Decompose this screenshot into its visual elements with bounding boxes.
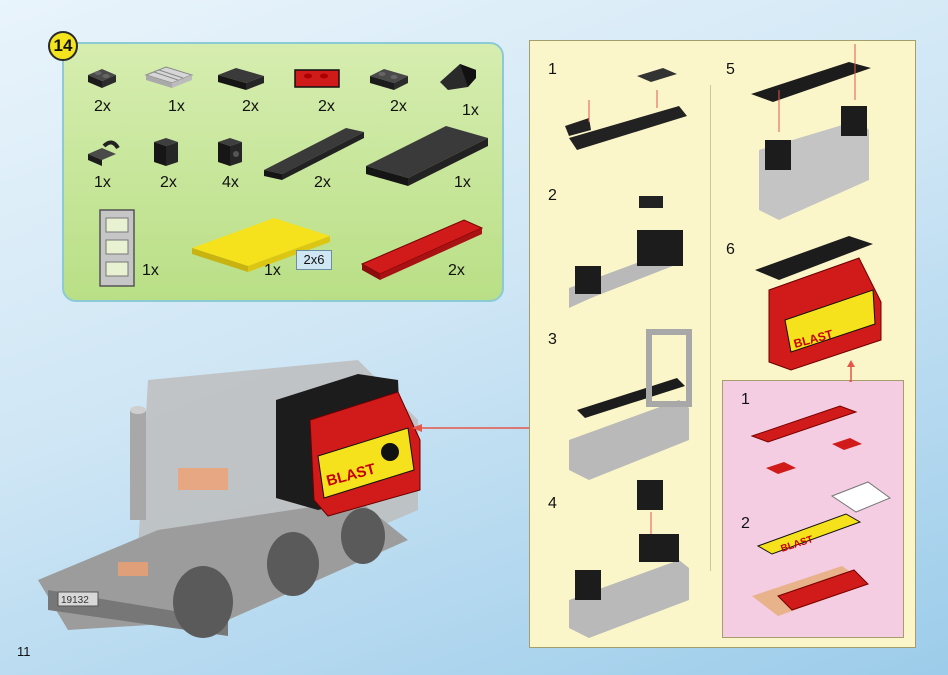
- substep-number: 4: [548, 495, 557, 512]
- substep-number: 5: [726, 61, 735, 78]
- part-qty: 4x: [222, 174, 239, 191]
- part-qty: 2x: [94, 98, 111, 115]
- part-black-tile-2x3: [218, 68, 264, 90]
- substep-number: 3: [548, 331, 557, 348]
- part-black-plate-1x6: [264, 128, 364, 180]
- page-number: 11: [17, 644, 31, 659]
- part-grey-grille-tile: [144, 66, 194, 88]
- substep-number: 2: [548, 187, 557, 204]
- part-qty: 1x: [264, 262, 281, 279]
- connection-arrow: [412, 424, 530, 432]
- part-qty: 2x: [448, 262, 465, 279]
- substep-number: 1: [548, 61, 557, 78]
- part-qty: 2x: [242, 98, 259, 115]
- part-yellow-tile-2x6: [192, 218, 330, 272]
- part-black-plate-2x6: [366, 126, 488, 186]
- part-qty: 1x: [454, 174, 471, 191]
- tile-size-callout: 2x6: [296, 250, 332, 270]
- part-black-plate-1x2-b: [370, 69, 408, 90]
- part-qty: 2x: [390, 98, 407, 115]
- substep-number: 2: [741, 515, 750, 532]
- substep-number: 1: [741, 391, 750, 408]
- step-number-badge: 14: [48, 31, 78, 61]
- sticker-subassembly-panel: 1 2 BLAST: [722, 380, 904, 638]
- part-qty: 1x: [142, 262, 159, 279]
- part-black-brick-1x1: [154, 138, 178, 166]
- part-black-clip-plate: [88, 140, 120, 166]
- part-qty: 2x: [314, 174, 331, 191]
- part-black-brick-1x1-stud: [218, 138, 242, 166]
- sticker-illustrations: BLAST: [750, 380, 892, 616]
- main-model-illustration: 19132 BLAST: [38, 360, 421, 638]
- part-grey-ladder: [99, 209, 135, 287]
- parts-illustrations: [88, 64, 488, 287]
- license-plate-text: 19132: [61, 595, 89, 606]
- substep-number: 6: [726, 241, 735, 258]
- part-black-slope: [440, 64, 476, 90]
- arrow-up: [847, 360, 855, 382]
- parts-list-panel: 2x 1x 2x 2x 2x 1x 1x 2x 4x 2x 1x 1x 1x 2…: [62, 42, 504, 302]
- subassembly-illustrations: BLAST: [565, 44, 882, 638]
- part-qty: 1x: [168, 98, 185, 115]
- part-qty: 2x: [160, 174, 177, 191]
- part-qty: 2x: [318, 98, 335, 115]
- part-red-wedge-plate: [360, 219, 484, 280]
- part-qty: 1x: [462, 102, 479, 119]
- part-qty: 1x: [94, 174, 111, 191]
- column-divider: [710, 85, 711, 571]
- part-black-plate-1x2: [88, 69, 116, 88]
- part-red-plate-1x2: [294, 69, 340, 88]
